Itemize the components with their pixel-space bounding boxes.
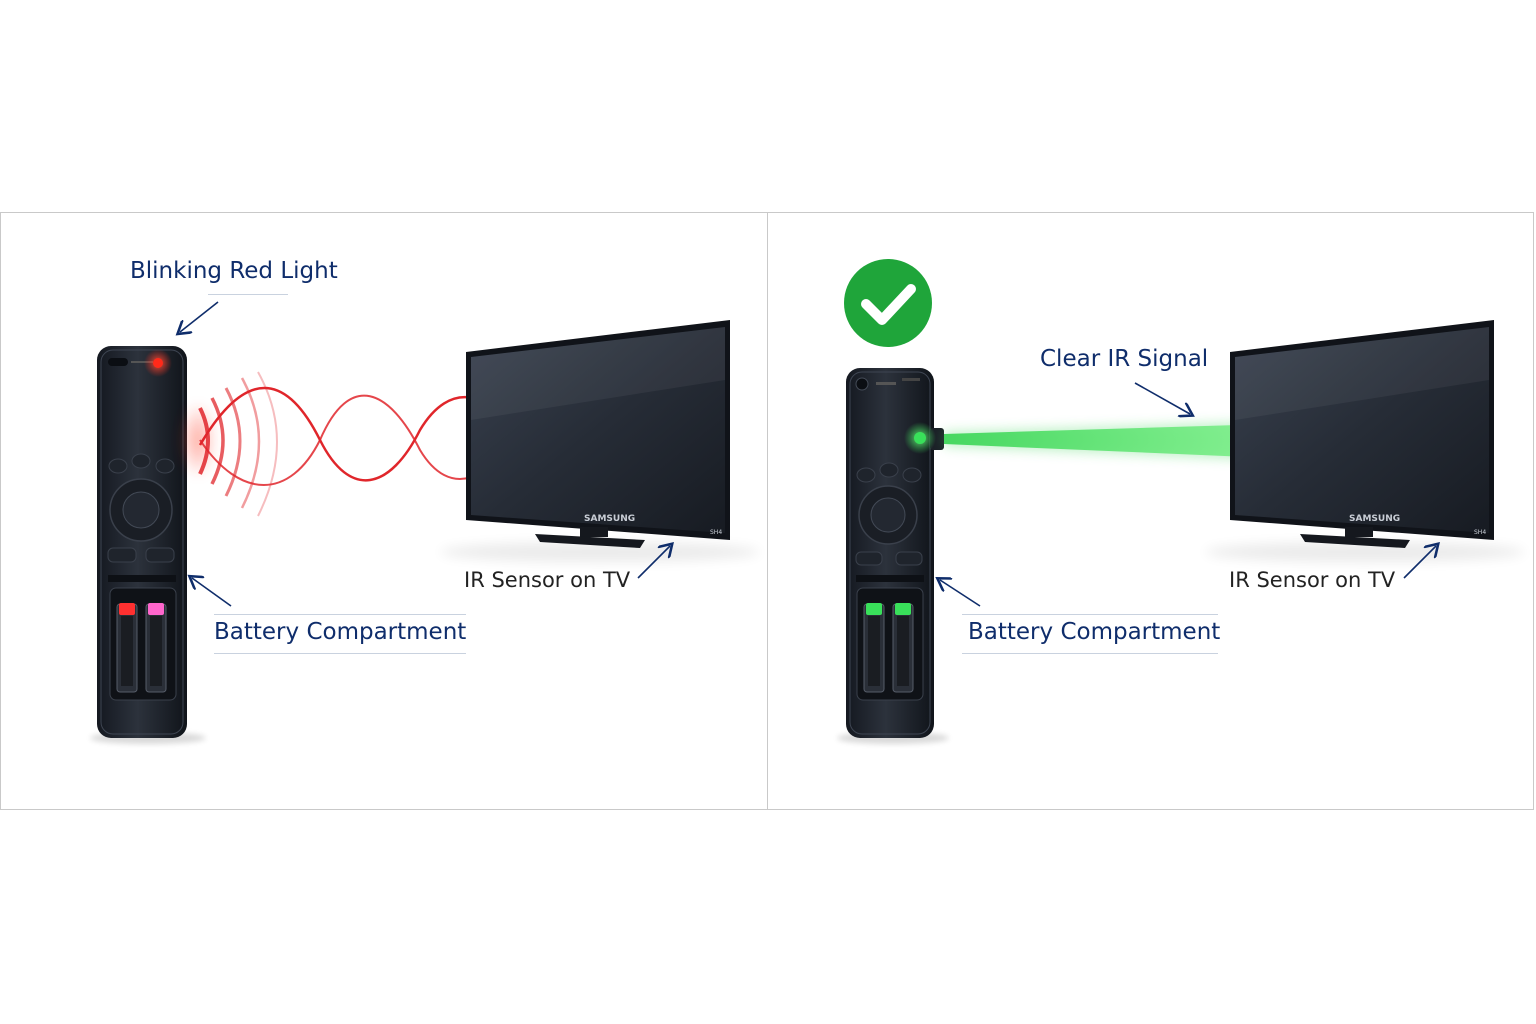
sensor-label: IR Sensor on TV [1229, 568, 1396, 592]
callout-arrows [180, 301, 1436, 607]
battery-terminal-left [119, 603, 135, 615]
tv-brand: SAMSUNG [584, 514, 635, 524]
tv-model: SH4 [1474, 529, 1486, 536]
signal-label: Clear IR Signal [1040, 346, 1209, 372]
led-label: Blinking Red Light [130, 258, 338, 284]
battery-terminal-left [866, 603, 882, 615]
solution-panel: SAMSUNG SH4 [837, 259, 1525, 744]
battery-compartment [856, 587, 924, 701]
label-underline [962, 653, 1218, 654]
television: SAMSUNG SH4 [1205, 320, 1525, 562]
ir-signal-waves [180, 371, 553, 517]
label-underline [208, 294, 288, 295]
sensor-label: IR Sensor on TV [464, 568, 631, 592]
label-underline [214, 614, 466, 615]
television: SAMSUNG SH4 [440, 320, 760, 562]
tv-brand: SAMSUNG [1349, 514, 1400, 524]
check-circle-icon [844, 259, 932, 347]
label-underline [214, 653, 466, 654]
battery-terminal-right [148, 603, 164, 615]
panel-divider [767, 212, 768, 810]
tv-model: SH4 [710, 529, 722, 536]
battery-label: Battery Compartment [214, 619, 467, 645]
battery-compartment [109, 587, 177, 701]
remote-control [97, 346, 187, 738]
remote-control [846, 368, 944, 738]
label-underline [962, 614, 1218, 615]
green-led [914, 432, 926, 444]
battery-label: Battery Compartment [968, 619, 1221, 645]
problem-panel: SAMSUNG SH4 [90, 320, 760, 744]
blinking-red-led [153, 358, 163, 368]
battery-terminal-right [895, 603, 911, 615]
